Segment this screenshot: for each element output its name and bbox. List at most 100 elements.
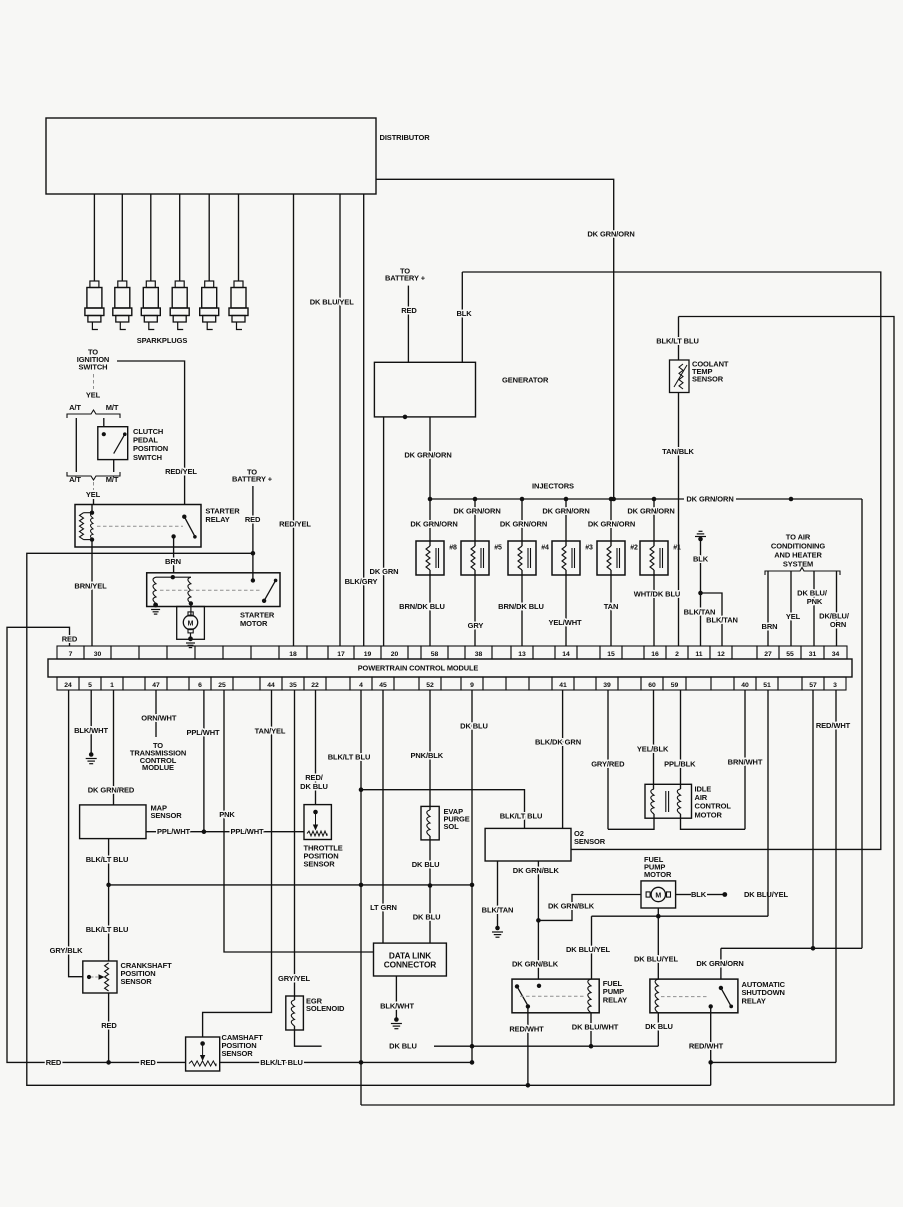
- svg-text:RELAY: RELAY: [603, 995, 627, 1004]
- svg-text:IDLE: IDLE: [695, 785, 712, 794]
- svg-text:CONTROL: CONTROL: [140, 756, 177, 765]
- svg-text:FUEL: FUEL: [644, 855, 664, 864]
- svg-text:BLK/LT BLU: BLK/LT BLU: [86, 855, 129, 864]
- svg-text:PPL/WHT: PPL/WHT: [157, 827, 191, 836]
- svg-text:GRY/RED: GRY/RED: [591, 759, 625, 768]
- svg-text:51: 51: [763, 682, 771, 689]
- svg-text:15: 15: [607, 651, 615, 658]
- svg-text:#1: #1: [673, 545, 681, 552]
- svg-text:BRN/DK BLU: BRN/DK BLU: [498, 602, 544, 611]
- svg-text:35: 35: [289, 682, 297, 689]
- svg-text:PPL/WHT: PPL/WHT: [186, 728, 220, 737]
- svg-text:DK GRN/ORN: DK GRN/ORN: [542, 507, 589, 516]
- svg-text:DK GRN/ORN: DK GRN/ORN: [627, 507, 674, 516]
- svg-text:STARTER: STARTER: [240, 611, 275, 620]
- svg-text:DK BLU/YEL: DK BLU/YEL: [634, 955, 679, 964]
- svg-text:TAN/YEL: TAN/YEL: [255, 727, 286, 736]
- svg-text:24: 24: [64, 682, 72, 689]
- svg-text:30: 30: [94, 651, 102, 658]
- svg-text:FUEL: FUEL: [603, 979, 623, 988]
- svg-text:DK BLU: DK BLU: [645, 1022, 673, 1031]
- svg-text:CAMSHAFT: CAMSHAFT: [222, 1033, 264, 1042]
- svg-text:M: M: [655, 892, 661, 899]
- svg-text:SENSOR: SENSOR: [574, 837, 606, 846]
- svg-text:DK BLU/YEL: DK BLU/YEL: [566, 945, 611, 954]
- svg-text:18: 18: [289, 651, 297, 658]
- svg-text:RED: RED: [62, 634, 78, 643]
- svg-text:CONNECTOR: CONNECTOR: [384, 960, 437, 970]
- svg-text:DK GRN/ORN: DK GRN/ORN: [588, 520, 635, 529]
- svg-text:58: 58: [431, 651, 439, 658]
- svg-text:PNK/BLK: PNK/BLK: [410, 751, 443, 760]
- svg-text:TO AIR: TO AIR: [786, 533, 811, 542]
- svg-text:RED/: RED/: [305, 773, 324, 782]
- svg-text:40: 40: [741, 682, 749, 689]
- svg-text:DK GRN/BLK: DK GRN/BLK: [512, 959, 559, 968]
- svg-text:1: 1: [110, 682, 114, 689]
- svg-text:TRANSMISSION: TRANSMISSION: [130, 748, 186, 757]
- svg-text:GRY/YEL: GRY/YEL: [278, 974, 310, 983]
- svg-text:TAN/BLK: TAN/BLK: [662, 447, 694, 456]
- svg-text:RED: RED: [101, 1021, 117, 1030]
- svg-text:34: 34: [832, 651, 840, 658]
- svg-text:DK BLU/: DK BLU/: [797, 589, 828, 598]
- svg-text:SENSOR: SENSOR: [692, 375, 724, 384]
- svg-text:DK BLU/YEL: DK BLU/YEL: [310, 298, 355, 307]
- svg-text:A/T: A/T: [69, 475, 81, 484]
- svg-text:SHUTDOWN: SHUTDOWN: [742, 988, 785, 997]
- svg-text:DK GRN: DK GRN: [370, 567, 399, 576]
- svg-text:BLK: BLK: [456, 309, 472, 318]
- svg-text:YEL: YEL: [786, 612, 801, 621]
- svg-text:13: 13: [518, 651, 526, 658]
- svg-text:BLK/TAN: BLK/TAN: [706, 616, 738, 625]
- svg-text:DK BLU: DK BLU: [389, 1042, 417, 1051]
- svg-text:SENSOR: SENSOR: [222, 1049, 254, 1058]
- svg-text:RED/YEL: RED/YEL: [279, 520, 311, 529]
- svg-text:DK GRN/ORN: DK GRN/ORN: [587, 230, 634, 239]
- svg-text:3: 3: [833, 682, 837, 689]
- svg-text:MAP: MAP: [151, 804, 167, 813]
- svg-text:52: 52: [426, 682, 434, 689]
- svg-text:MOTOR: MOTOR: [695, 810, 723, 819]
- svg-text:STARTER: STARTER: [205, 507, 240, 516]
- svg-text:DK GRN/ORN: DK GRN/ORN: [404, 451, 451, 460]
- svg-text:#5: #5: [494, 545, 502, 552]
- svg-text:POSITION: POSITION: [222, 1041, 257, 1050]
- svg-text:BLK/LT BLU: BLK/LT BLU: [328, 753, 371, 762]
- svg-text:MODLUE: MODLUE: [142, 763, 174, 772]
- svg-text:RED: RED: [140, 1058, 156, 1067]
- svg-text:BLK/WHT: BLK/WHT: [74, 726, 108, 735]
- svg-text:RED/WHT: RED/WHT: [689, 1042, 724, 1051]
- svg-text:BLK/DK GRN: BLK/DK GRN: [535, 738, 581, 747]
- svg-text:TAN: TAN: [604, 602, 619, 611]
- svg-text:RED: RED: [401, 306, 417, 315]
- svg-text:9: 9: [470, 682, 474, 689]
- svg-text:SWITCH: SWITCH: [133, 453, 162, 462]
- svg-text:WHT/DK BLU: WHT/DK BLU: [634, 590, 681, 599]
- svg-text:BLK: BLK: [693, 555, 709, 564]
- svg-text:6: 6: [198, 682, 202, 689]
- svg-text:SENSOR: SENSOR: [151, 811, 183, 820]
- svg-text:11: 11: [695, 651, 702, 658]
- svg-text:THROTTLE: THROTTLE: [304, 844, 343, 853]
- svg-text:RED/WHT: RED/WHT: [816, 721, 851, 730]
- svg-text:DK/BLU/: DK/BLU/: [819, 612, 850, 621]
- svg-text:BATTERY +: BATTERY +: [385, 274, 426, 283]
- svg-text:17: 17: [337, 651, 345, 658]
- svg-text:45: 45: [379, 682, 387, 689]
- svg-text:SPARKPLUGS: SPARKPLUGS: [137, 336, 188, 345]
- svg-text:SENSOR: SENSOR: [121, 977, 153, 986]
- svg-text:#8: #8: [449, 545, 457, 552]
- svg-text:GRY/BLK: GRY/BLK: [50, 946, 83, 955]
- svg-text:7: 7: [69, 651, 73, 658]
- svg-text:M/T: M/T: [106, 475, 119, 484]
- svg-text:DK GRN/ORN: DK GRN/ORN: [500, 520, 547, 529]
- svg-text:12: 12: [717, 651, 725, 658]
- svg-text:CRANKSHAFT: CRANKSHAFT: [121, 961, 173, 970]
- svg-text:RELAY: RELAY: [205, 515, 229, 524]
- svg-text:EGR: EGR: [306, 997, 323, 1006]
- svg-text:BLK/LT BLU: BLK/LT BLU: [86, 925, 129, 934]
- svg-text:A/T: A/T: [69, 403, 81, 412]
- svg-text:BRN: BRN: [165, 557, 181, 566]
- svg-text:PUMP: PUMP: [603, 987, 624, 996]
